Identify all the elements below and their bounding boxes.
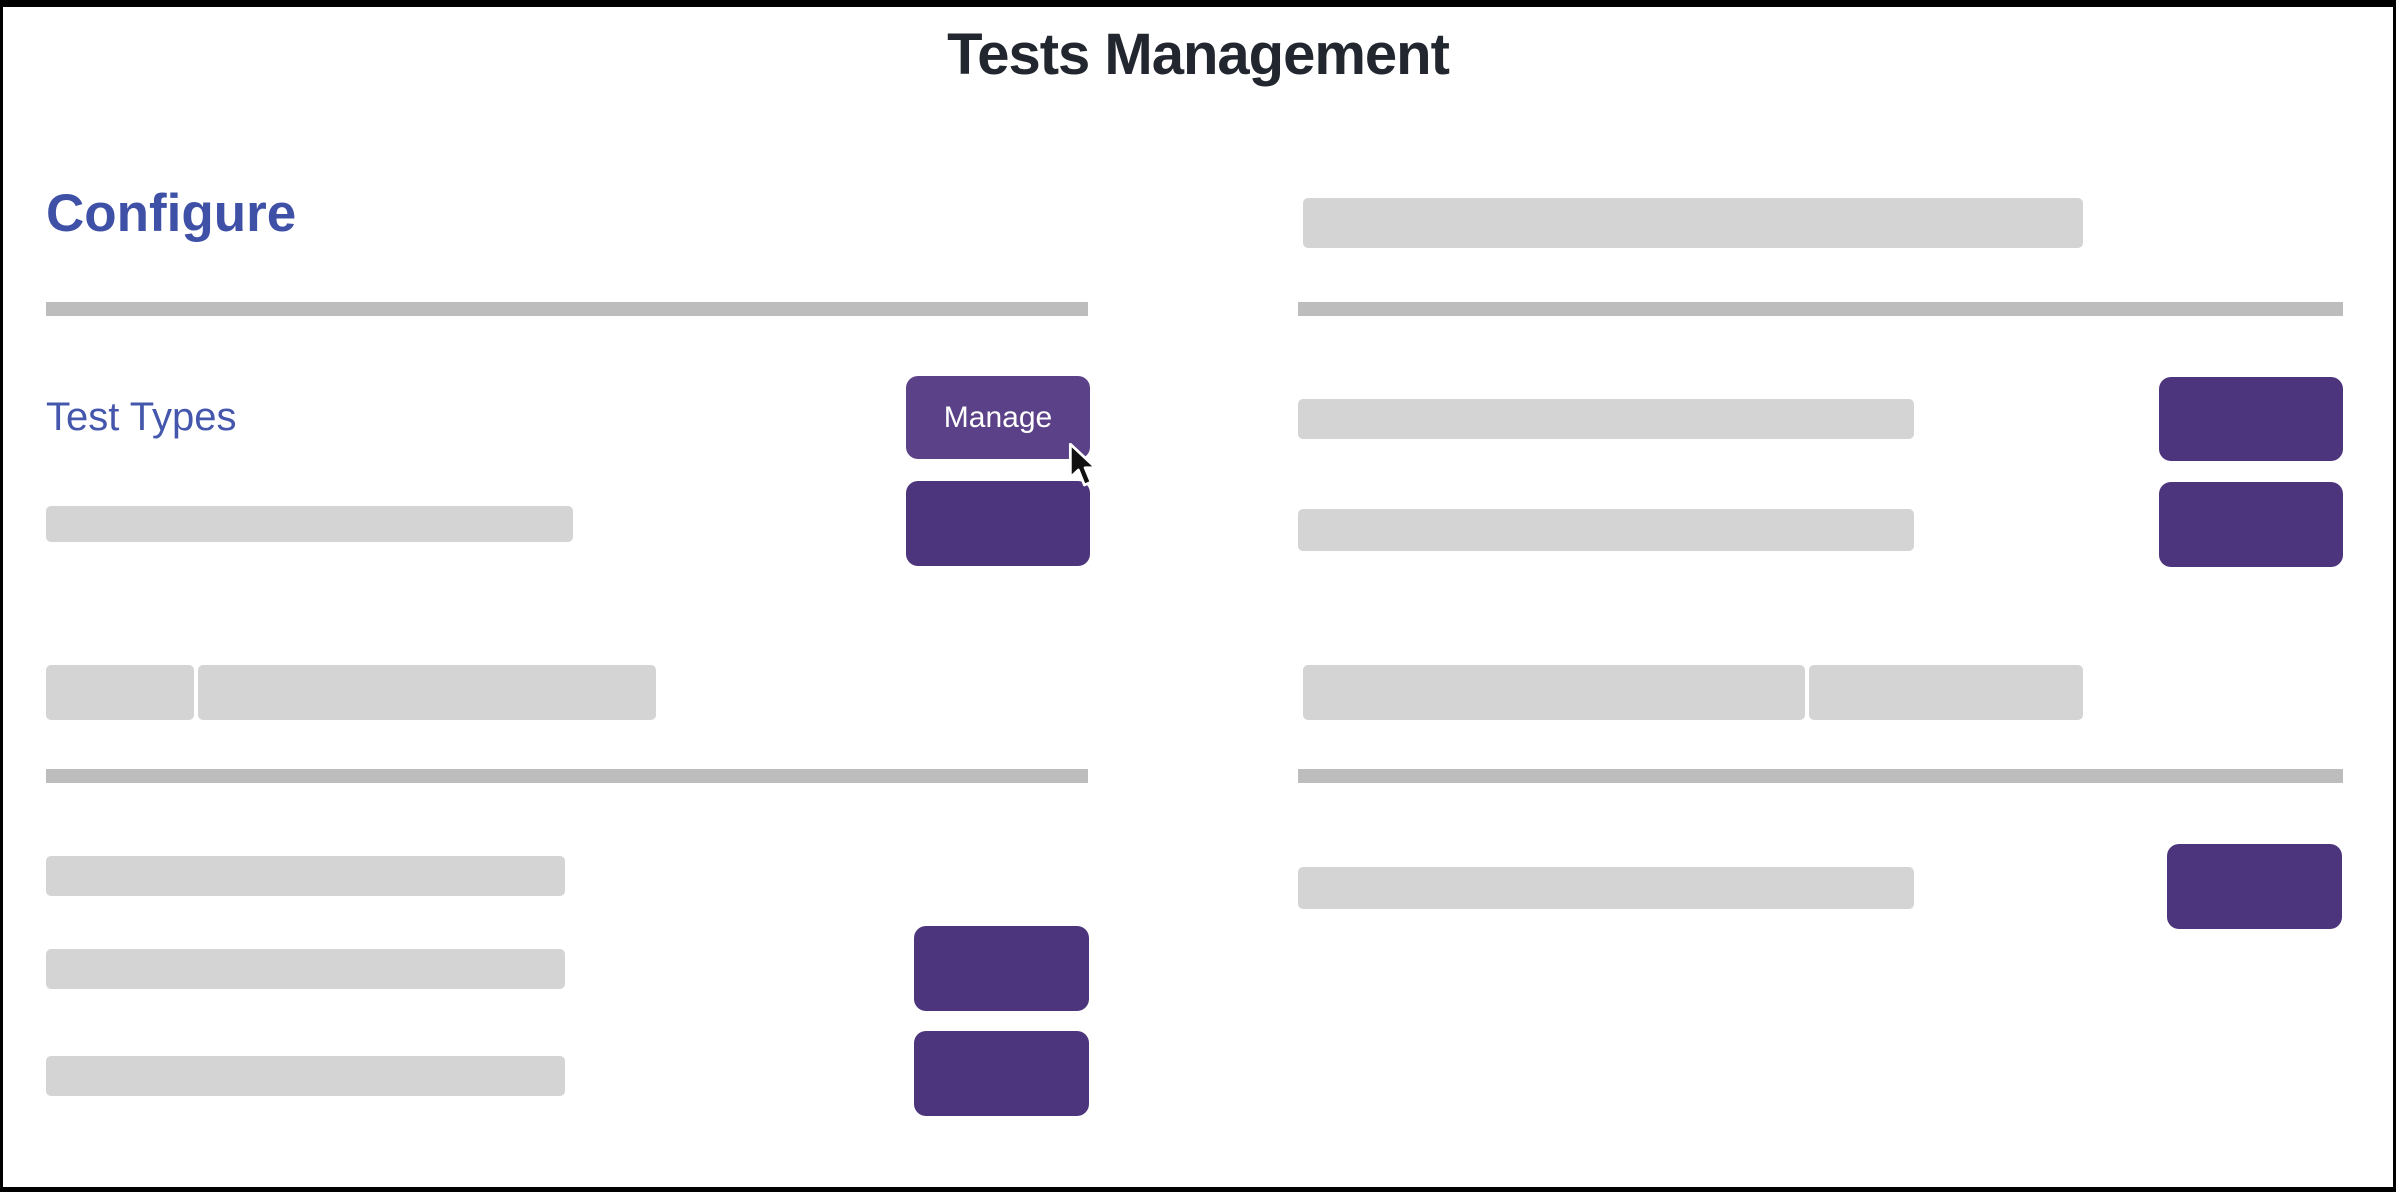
unlabeled-action-button[interactable] — [2159, 482, 2343, 567]
unlabeled-action-button[interactable] — [914, 926, 1089, 1011]
skeleton-text-bar — [46, 856, 565, 896]
unlabeled-action-button[interactable] — [2159, 377, 2343, 461]
test-types-label: Test Types — [46, 395, 237, 439]
skeleton-text-bar — [1298, 509, 1914, 551]
section-divider — [1298, 302, 2343, 316]
skeleton-text-bar — [46, 665, 194, 720]
skeleton-text-bar — [198, 665, 656, 720]
unlabeled-action-button[interactable] — [2167, 844, 2342, 929]
skeleton-text-bar — [46, 506, 573, 542]
page-title: Tests Management — [947, 22, 1450, 87]
section-divider — [1298, 769, 2343, 783]
unlabeled-action-button[interactable] — [906, 481, 1090, 566]
unlabeled-action-button[interactable] — [914, 1031, 1089, 1116]
configure-heading: Configure — [46, 184, 297, 243]
skeleton-text-bar — [46, 949, 565, 989]
skeleton-text-bar — [1298, 399, 1914, 439]
skeleton-text-bar — [1298, 867, 1914, 909]
manage-button[interactable]: Manage — [906, 376, 1090, 459]
skeleton-text-bar — [1303, 665, 1805, 720]
skeleton-heading-bar — [1303, 198, 2083, 248]
skeleton-text-bar — [1809, 665, 2083, 720]
section-divider — [46, 769, 1088, 783]
skeleton-text-bar — [46, 1056, 565, 1096]
section-divider — [46, 302, 1088, 316]
